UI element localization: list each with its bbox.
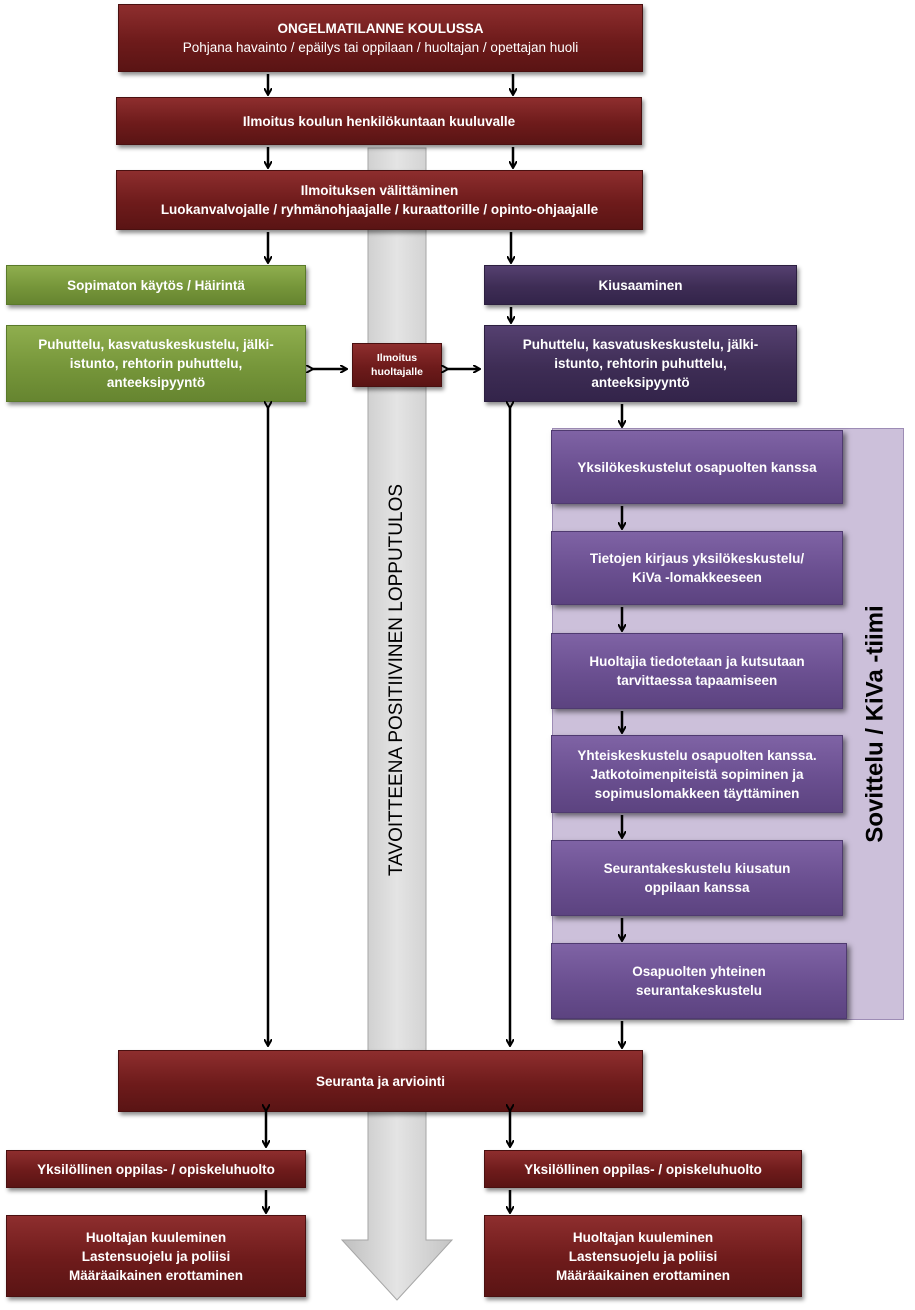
left-actions-box: Puhuttelu, kasvatuskeskustelu, jälki-ist… bbox=[6, 325, 306, 402]
bullying-box: Kiusaaminen bbox=[484, 265, 797, 305]
kiva-step-6-label: Osapuolten yhteinen seurantakeskustelu bbox=[632, 964, 766, 998]
kiva-step-2: Tietojen kirjaus yksilökeskustelu/ KiVa … bbox=[551, 531, 843, 605]
kiva-step-5: Seurantakeskustelu kiusatun oppilaan kan… bbox=[551, 840, 843, 916]
kiva-step-4-label: Yhteiskeskustelu osapuolten kanssa. Jatk… bbox=[577, 747, 817, 801]
right-measure-2: Lastensuojelu ja poliisi bbox=[568, 1248, 718, 1264]
left-measure-3: Määräaikainen erottaminen bbox=[68, 1267, 244, 1283]
left-measures-box: Huoltajan kuuleminen Lastensuojelu ja po… bbox=[6, 1215, 306, 1297]
notify-staff-label: Ilmoitus koulun henkilökuntaan kuuluvall… bbox=[242, 113, 516, 129]
right-actions-label: Puhuttelu, kasvatuskeskustelu, jälki-ist… bbox=[522, 337, 759, 390]
notify-staff-box: Ilmoitus koulun henkilökuntaan kuuluvall… bbox=[116, 97, 642, 145]
problem-subtitle: Pohjana havainto / epäilys tai oppilaan … bbox=[182, 40, 579, 55]
kiva-step-3: Huoltajia tiedotetaan ja kutsutaan tarvi… bbox=[551, 633, 843, 709]
right-measure-1: Huoltajan kuuleminen bbox=[572, 1229, 714, 1245]
left-measure-1: Huoltajan kuuleminen bbox=[85, 1229, 227, 1245]
left-actions-label: Puhuttelu, kasvatuskeskustelu, jälki-ist… bbox=[38, 337, 274, 390]
guardian-notice-label: Ilmoitus huoltajalle bbox=[371, 352, 423, 378]
kiva-panel bbox=[552, 428, 904, 1020]
followup-box: Seuranta ja arviointi bbox=[118, 1050, 643, 1112]
inappropriate-behavior-box: Sopimaton käytös / Häirintä bbox=[6, 265, 306, 305]
right-welfare-label: Yksilöllinen oppilas- / opiskeluhuolto bbox=[524, 1161, 762, 1177]
followup-label: Seuranta ja arviointi bbox=[315, 1073, 446, 1089]
forward-recipients: Luokanvalvojalle / ryhmänohjaajalle / ku… bbox=[160, 202, 599, 217]
forward-notice-box: Ilmoituksen välittäminen Luokanvalvojall… bbox=[116, 170, 643, 230]
inappropriate-behavior-label: Sopimaton käytös / Häirintä bbox=[67, 277, 245, 293]
right-welfare-box: Yksilöllinen oppilas- / opiskeluhuolto bbox=[484, 1150, 802, 1188]
guardian-notice-box: Ilmoitus huoltajalle bbox=[352, 343, 442, 387]
kiva-step-6: Osapuolten yhteinen seurantakeskustelu bbox=[551, 943, 847, 1019]
kiva-step-1: Yksilökeskustelut osapuolten kanssa bbox=[551, 430, 843, 504]
left-welfare-label: Yksilöllinen oppilas- / opiskeluhuolto bbox=[37, 1161, 275, 1177]
kiva-step-3-label: Huoltajia tiedotetaan ja kutsutaan tarvi… bbox=[589, 654, 805, 688]
kiva-step-1-label: Yksilökeskustelut osapuolten kanssa bbox=[577, 459, 817, 475]
kiva-step-5-label: Seurantakeskustelu kiusatun oppilaan kan… bbox=[603, 861, 791, 895]
left-welfare-box: Yksilöllinen oppilas- / opiskeluhuolto bbox=[6, 1150, 306, 1188]
bullying-label: Kiusaaminen bbox=[598, 277, 683, 293]
forward-title: Ilmoituksen välittäminen bbox=[300, 183, 459, 198]
kiva-step-4: Yhteiskeskustelu osapuolten kanssa. Jatk… bbox=[551, 735, 843, 813]
problem-title: ONGELMATILANNE KOULUSSA bbox=[277, 21, 484, 36]
left-measure-2: Lastensuojelu ja poliisi bbox=[81, 1248, 231, 1264]
right-measures-box: Huoltajan kuuleminen Lastensuojelu ja po… bbox=[484, 1215, 802, 1297]
right-actions-box: Puhuttelu, kasvatuskeskustelu, jälki-ist… bbox=[484, 325, 797, 402]
right-measure-3: Määräaikainen erottaminen bbox=[555, 1267, 731, 1283]
kiva-step-2-label: Tietojen kirjaus yksilökeskustelu/ KiVa … bbox=[589, 551, 805, 585]
problem-situation-box: ONGELMATILANNE KOULUSSA Pohjana havainto… bbox=[118, 4, 643, 72]
